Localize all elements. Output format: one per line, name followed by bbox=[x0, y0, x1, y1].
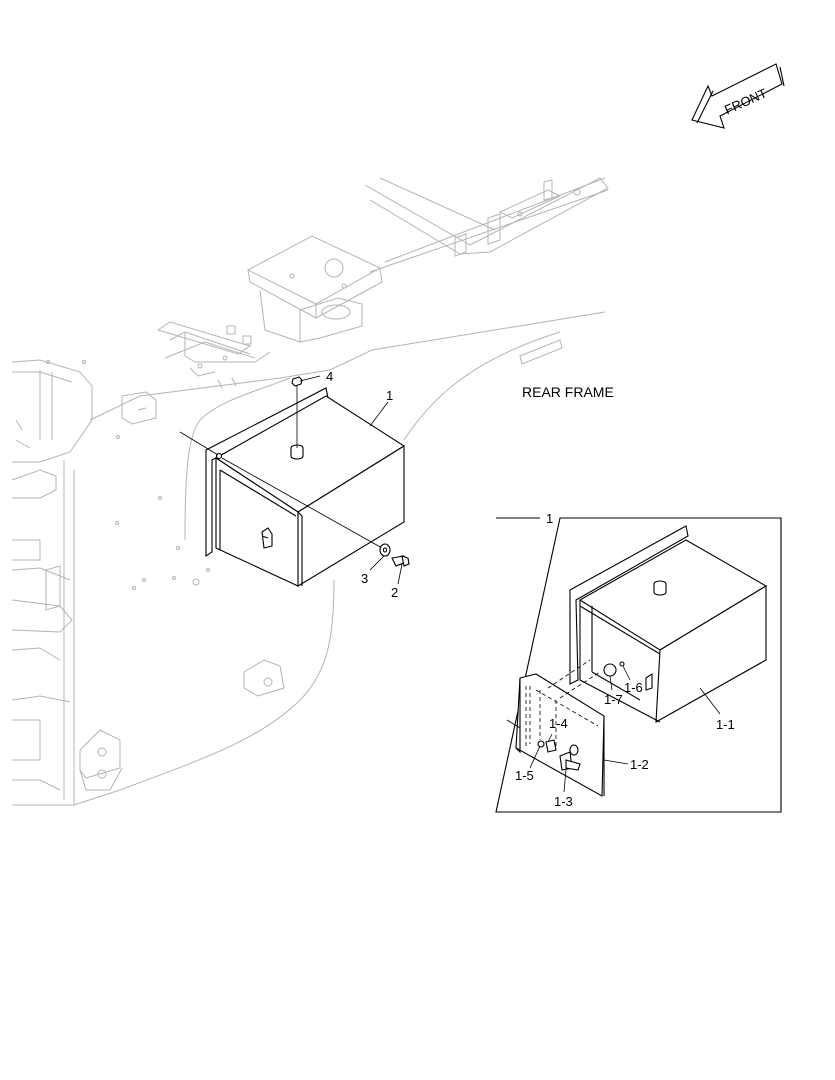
callout-2: 2 bbox=[391, 585, 398, 600]
hardware-parts bbox=[291, 375, 410, 585]
callout-1-1: 1-1 bbox=[716, 717, 735, 732]
callout-1-7: 1-7 bbox=[604, 692, 623, 707]
front-arrow: FRONT bbox=[691, 63, 785, 129]
rear-frame bbox=[11, 177, 609, 806]
callout-1-2: 1-2 bbox=[630, 757, 649, 772]
callout-4: 4 bbox=[326, 369, 333, 384]
callout-1: 1 bbox=[386, 388, 393, 403]
front-label: FRONT bbox=[722, 85, 769, 117]
callout-3: 3 bbox=[361, 571, 368, 586]
main-callouts: 1 2 3 4 REAR FRAME bbox=[326, 369, 614, 600]
detail-view: 1 bbox=[495, 511, 782, 813]
callout-1-4: 1-4 bbox=[549, 716, 568, 731]
rear-frame-label: REAR FRAME bbox=[522, 384, 614, 400]
callout-1-6: 1-6 bbox=[624, 680, 643, 695]
callout-1-3: 1-3 bbox=[554, 794, 573, 809]
detail-callouts: 1-1 1-2 1-3 1-4 1-5 1-6 1-7 bbox=[515, 680, 735, 809]
detail-title: 1 bbox=[546, 511, 553, 526]
callout-1-5: 1-5 bbox=[515, 768, 534, 783]
toolbox-assembly bbox=[179, 387, 406, 587]
